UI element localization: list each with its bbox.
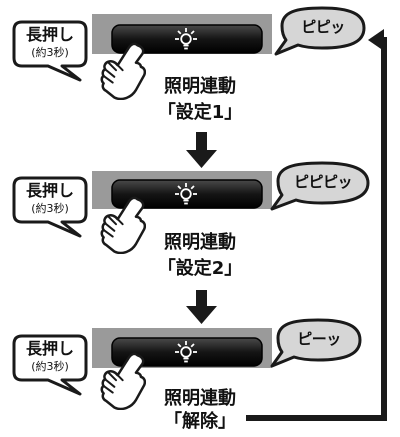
step-1-panel-group <box>12 6 366 100</box>
hold-speech-bubble <box>12 20 88 82</box>
hold-label: 長押し <box>25 181 74 200</box>
step-3-panel-group <box>12 318 362 410</box>
hold-label: 長押し <box>25 25 74 44</box>
flow-arrow-down-2 <box>186 290 217 324</box>
beep-sound-text: ピピッ <box>301 18 345 36</box>
return-loop-arrow <box>246 29 387 421</box>
beep-sound-text: ピピピッ <box>293 173 353 191</box>
hold-duration: (約3秒) <box>31 46 69 59</box>
step-caption-line2: 「設定1」 <box>157 102 243 123</box>
hold-speech-bubble <box>12 176 88 238</box>
step-caption-line1: 照明連動 <box>164 388 236 409</box>
hold-label: 長押し <box>25 339 74 358</box>
remote-button <box>111 337 263 367</box>
remote-button <box>111 179 263 209</box>
beep-speech-bubble <box>270 318 362 368</box>
hold-duration: (約3秒) <box>31 360 69 373</box>
step-caption-line2: 「解除」 <box>164 411 236 432</box>
hold-duration: (約3秒) <box>31 202 69 215</box>
step-2-panel-group <box>12 161 370 254</box>
beep-speech-bubble <box>270 161 370 211</box>
remote-button <box>111 24 263 54</box>
step-caption-line1: 照明連動 <box>164 76 236 97</box>
step-caption-line1: 照明連動 <box>164 232 236 253</box>
hold-speech-bubble <box>12 334 88 396</box>
beep-speech-bubble <box>274 6 366 56</box>
step-caption-line2: 「設定2」 <box>157 258 243 279</box>
beep-sound-text: ピーッ <box>297 330 341 348</box>
flow-arrow-down-1 <box>186 132 217 168</box>
